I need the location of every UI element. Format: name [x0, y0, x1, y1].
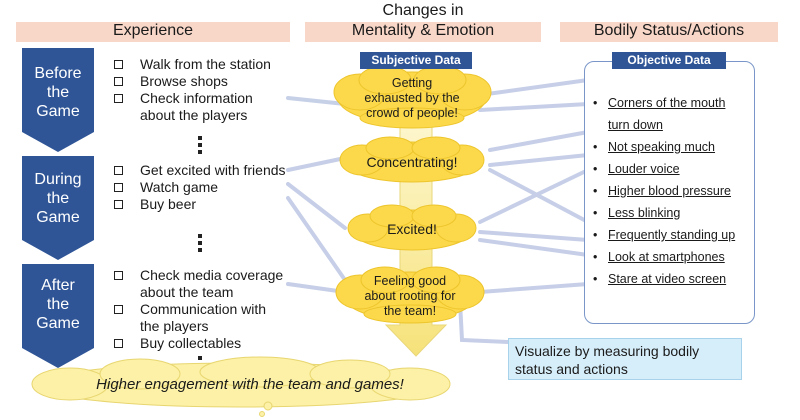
list-item-continuation: about the players [140, 107, 248, 123]
list-item: Less blinking [590, 202, 735, 224]
visualize-callout: Visualize by measuring bodily status and… [508, 338, 742, 380]
list-item: Buy collectables [112, 335, 283, 352]
during-game-list: Get excited with friends Watch game Buy … [112, 162, 286, 213]
phase-before-line3: Game [36, 103, 80, 120]
header-mentality-line1: Changes in [382, 2, 464, 19]
header-bodily: Bodily Status/Actions [593, 22, 745, 39]
bottom-cloud [31, 356, 451, 408]
list-item: Frequently standing up [590, 224, 735, 246]
list-item: Higher blood pressure [590, 180, 735, 202]
cloud-exhausted-text: Getting exhausted by the crowd of people… [364, 76, 460, 120]
checkbox-icon [114, 94, 123, 103]
phase-after-line2: the [46, 296, 70, 313]
checkbox-icon [114, 166, 123, 175]
list-item: Stare at video screen [590, 268, 735, 290]
list-item: Walk from the station [112, 56, 271, 73]
list-item-continuation: the players [140, 318, 209, 334]
checkbox-icon [114, 200, 123, 209]
list-item: Look at smartphones [590, 246, 735, 268]
cloud-concentrating [339, 136, 485, 183]
cloud-feeling-good-text: Feeling good about rooting for the team! [364, 274, 456, 318]
after-game-list: Check media coverage about the team Comm… [112, 267, 283, 352]
objective-data-list: Corners of the mouth turn down Not speak… [590, 92, 735, 290]
ellipsis-dots [198, 136, 204, 157]
checkbox-icon [114, 60, 123, 69]
header-band-experience [16, 22, 290, 42]
subjective-data-tag: Subjective Data [360, 52, 472, 69]
connector-lines [286, 78, 590, 344]
phase-after-game: After the Game [22, 264, 94, 368]
checkbox-icon [114, 339, 123, 348]
header-band-bodily [560, 22, 778, 42]
visualize-line1: Visualize by measuring bodily [515, 343, 700, 359]
list-item-continuation: about the team [140, 284, 234, 300]
phase-after-line3: Game [36, 315, 80, 332]
list-item: Watch game [112, 179, 286, 196]
list-item: Corners of the mouth [590, 92, 735, 114]
engagement-summary: Higher engagement with the team and game… [96, 376, 404, 393]
list-item-continuation: turn down [608, 118, 663, 132]
phase-arrow-shape [22, 48, 94, 152]
list-item: Check media coverage [112, 267, 283, 284]
phase-before-line1: Before [34, 65, 82, 82]
checkbox-icon [114, 271, 123, 280]
bottom-cloud-tiny-bubble [259, 411, 265, 417]
phase-during-line3: Game [36, 209, 80, 226]
list-item: Not speaking much [590, 136, 735, 158]
list-item: Browse shops [112, 73, 271, 90]
before-game-list: Walk from the station Browse shops Check… [112, 56, 271, 124]
cloud-exhausted [333, 65, 492, 129]
header-experience: Experience [112, 22, 194, 39]
cloud-feeling-good [335, 266, 485, 324]
list-item: Get excited with friends [112, 162, 286, 179]
list-item: Check information [112, 90, 271, 107]
checkbox-icon [114, 305, 123, 314]
list-item: Communication with [112, 301, 283, 318]
checkbox-icon [114, 183, 123, 192]
cloud-excited-text: Excited! [387, 221, 437, 237]
objective-data-tag: Objective Data [612, 52, 726, 69]
phase-during-line1: During [34, 171, 82, 188]
phase-arrow-shape [22, 156, 94, 260]
bottom-cloud-small-bubble [263, 401, 273, 411]
phase-before-game: Before the Game [22, 48, 94, 152]
ellipsis-dots [198, 356, 204, 363]
phase-during-game: During the Game [22, 156, 94, 260]
ellipsis-dots [198, 234, 204, 255]
list-item: Buy beer [112, 196, 286, 213]
checkbox-icon [114, 77, 123, 86]
cloud-concentrating-text: Concentrating! [366, 154, 458, 170]
phase-arrow-shape [22, 264, 94, 368]
header-mentality-line2: Mentality & Emotion [351, 22, 495, 39]
phase-before-line2: the [46, 84, 70, 101]
phase-after-line1: After [41, 277, 75, 294]
cloud-excited [347, 204, 477, 251]
header-band-mentality [305, 22, 541, 42]
visualize-line2: status and actions [515, 361, 628, 377]
list-item: Louder voice [590, 158, 735, 180]
phase-during-line2: the [46, 190, 70, 207]
